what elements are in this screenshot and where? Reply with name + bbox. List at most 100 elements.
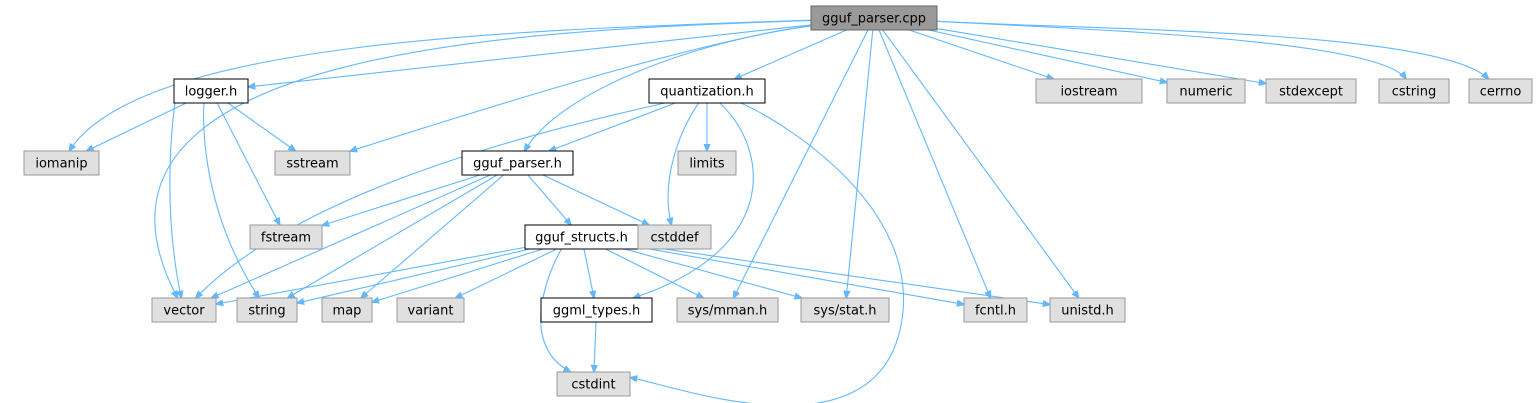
node-label: unistd.h [1061, 304, 1114, 319]
edge-gguf-structs-h-to-ggml-types-h [583, 248, 594, 298]
node-box [556, 371, 631, 397]
edge-gguf-parser-cpp-to-vector [154, 19, 812, 298]
node-box [1166, 78, 1246, 104]
node-label: iomanip [35, 157, 87, 172]
node-cstdint: cstdint [556, 371, 631, 397]
edge-gguf-parser-cpp-to-fcntl-h [878, 29, 991, 298]
edge-layer [69, 19, 1489, 403]
node-sys-stat-h: sys/stat.h [800, 297, 890, 323]
edge-gguf-structs-h-to-variant [455, 248, 557, 298]
node-string: string [236, 297, 298, 323]
node-label: iostream [1060, 85, 1117, 100]
node-box [396, 297, 465, 323]
node-box [321, 297, 373, 323]
node-gguf-structs-h[interactable]: gguf_structs.h [524, 224, 639, 250]
node-label: ggml_types.h [553, 304, 640, 319]
node-label: cstdint [571, 378, 615, 393]
node-box [1468, 78, 1533, 104]
node-iomanip: iomanip [23, 150, 100, 176]
node-label: numeric [1179, 85, 1232, 100]
node-box [963, 297, 1028, 323]
node-sys-mman-h: sys/mman.h [676, 297, 779, 323]
node-quantization-h[interactable]: quantization.h [648, 78, 766, 104]
edge-gguf-parser-h-to-vector [211, 174, 491, 298]
node-box [1035, 78, 1143, 104]
node-box [461, 150, 574, 176]
edge-ggml-types-h-to-cstdint [594, 321, 596, 372]
node-box [540, 297, 653, 323]
node-sstream: sstream [274, 150, 351, 176]
node-cerrno: cerrno [1468, 78, 1533, 104]
node-label: gguf_parser.cpp [822, 12, 926, 27]
node-box [274, 150, 351, 176]
node-cstddef: cstddef [637, 224, 712, 250]
node-box [676, 297, 779, 323]
edge-gguf-structs-h-to-sys-mman-h [605, 248, 704, 298]
node-label: gguf_parser.h [473, 157, 562, 172]
edge-gguf-parser-cpp-to-numeric [928, 29, 1167, 82]
node-gguf-parser-cpp[interactable]: gguf_parser.cpp [810, 5, 938, 31]
edge-gguf-structs-h-to-map [372, 248, 544, 302]
edge-gguf-parser-cpp-to-unistd-h [882, 29, 1079, 298]
edge-gguf-parser-h-to-cstddef [542, 174, 649, 225]
edge-gguf-structs-h-to-vector [216, 246, 526, 304]
node-box [23, 150, 100, 176]
node-fstream: fstream [249, 224, 323, 250]
node-box [648, 78, 766, 104]
edge-gguf-parser-cpp-to-stdexcept [936, 27, 1266, 84]
node-box [800, 297, 890, 323]
edge-logger-h-to-vector [169, 102, 181, 298]
node-label: sstream [286, 157, 338, 172]
node-iostream: iostream [1035, 78, 1143, 104]
node-box [1049, 297, 1126, 323]
node-numeric: numeric [1166, 78, 1246, 104]
node-box [1378, 78, 1450, 104]
node-cstring: cstring [1378, 78, 1450, 104]
edge-logger-h-to-iomanip [86, 102, 187, 151]
edge-quantization-h-to-cstdint [630, 102, 904, 403]
edge-quantization-h-to-vector [196, 102, 665, 298]
edge-gguf-structs-h-to-string [297, 248, 530, 303]
node-label: variant [408, 304, 454, 319]
node-gguf-parser-h[interactable]: gguf_parser.h [461, 150, 574, 176]
node-layer: gguf_parser.cpp logger.h quantization.h ggu… [23, 5, 1533, 397]
node-label: fstream [261, 231, 311, 246]
node-box [151, 297, 217, 323]
node-label: vector [163, 304, 205, 319]
edge-gguf-parser-cpp-to-logger-h [248, 24, 812, 87]
edge-gguf-parser-cpp-to-sys-mman-h [734, 29, 869, 298]
edge-gguf-parser-cpp-to-cerrno [936, 20, 1489, 79]
edge-logger-h-to-fstream [216, 102, 280, 225]
node-stdexcept: stdexcept [1265, 78, 1357, 104]
node-fcntl-h: fcntl.h [963, 297, 1028, 323]
edge-gguf-structs-h-to-sys-stat-h [624, 248, 802, 298]
node-box [249, 224, 323, 250]
edge-gguf-parser-cpp-to-quantization-h [734, 29, 847, 79]
node-box [810, 5, 938, 31]
edge-gguf-parser-cpp-to-iostream [909, 29, 1053, 79]
node-label: quantization.h [660, 85, 753, 100]
node-box [637, 224, 712, 250]
node-ggml-types-h[interactable]: ggml_types.h [540, 297, 653, 323]
node-label: string [248, 304, 285, 319]
node-logger-h[interactable]: logger.h [173, 78, 249, 104]
edge-gguf-parser-h-to-fstream [322, 174, 481, 225]
node-label: sys/stat.h [814, 304, 877, 319]
edge-quantization-h-to-gguf-parser-h [549, 102, 676, 151]
node-vector: vector [151, 297, 217, 323]
edge-gguf-parser-cpp-to-sstream [350, 25, 812, 151]
node-label: map [333, 304, 362, 319]
edge-gguf-parser-cpp-to-cstring [936, 20, 1406, 79]
edge-gguf-parser-h-to-gguf-structs-h [527, 174, 571, 225]
node-label: cstddef [650, 231, 699, 246]
node-box [677, 150, 737, 176]
edge-gguf-parser-cpp-to-sys-stat-h [846, 29, 874, 298]
node-variant: variant [396, 297, 465, 323]
edge-logger-h-to-sstream [227, 102, 296, 151]
edge-gguf-structs-h-to-fcntl-h [637, 246, 964, 304]
node-box [173, 78, 249, 104]
edge-gguf-structs-h-to-unistd-h [637, 244, 1050, 304]
node-label: logger.h [185, 85, 238, 100]
edge-gguf-parser-cpp-to-iomanip [69, 19, 812, 151]
